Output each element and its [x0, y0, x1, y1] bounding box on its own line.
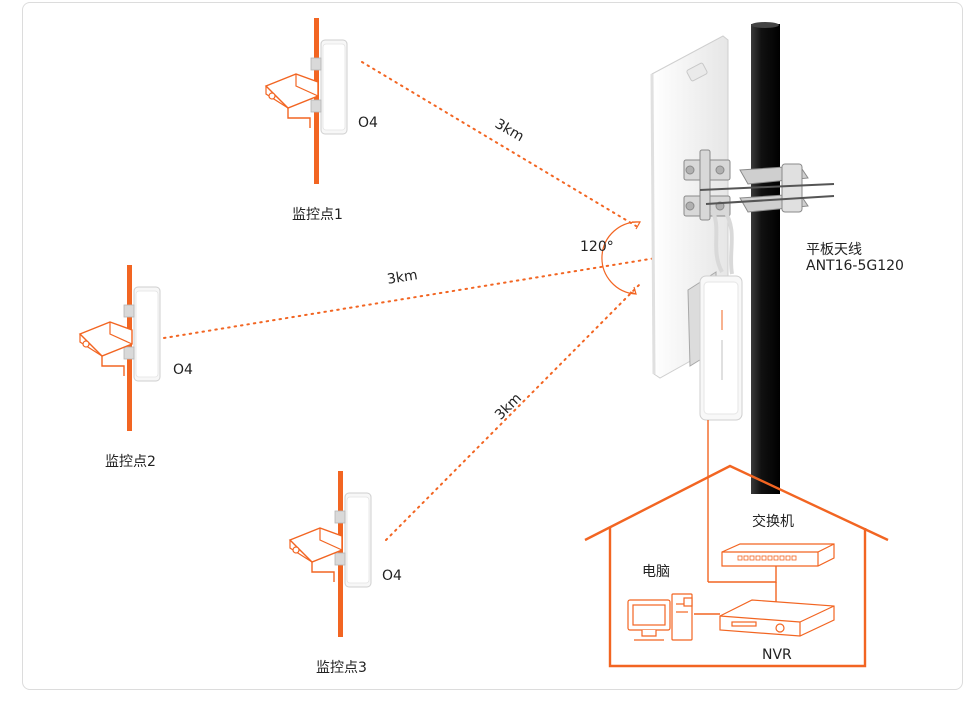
site-3-name-label: 监控点3 [316, 660, 367, 676]
site-2-device-label: O4 [173, 362, 193, 378]
angle-arc [601, 221, 642, 295]
antenna-model-label: ANT16-5G120 [806, 258, 904, 274]
link-line-2 [163, 257, 657, 339]
building [584, 464, 889, 668]
wireless-links [163, 61, 657, 541]
switch-label: 交换机 [752, 514, 794, 530]
main-pole [751, 24, 780, 494]
camera-icon-1 [265, 73, 319, 129]
switch-cable [708, 566, 777, 583]
switch-device [721, 543, 835, 567]
site-2-name-label: 监控点2 [105, 454, 156, 470]
building-walls [608, 528, 867, 668]
camera-icon-3 [289, 527, 343, 583]
panel-antenna [650, 35, 835, 421]
site-3 [289, 471, 372, 637]
angle-arrow-bottom [629, 286, 637, 295]
link-line-1 [361, 61, 637, 227]
site-3-device-label: O4 [382, 568, 402, 584]
site-1-device-label: O4 [358, 115, 378, 131]
link-line-3 [385, 283, 641, 541]
main-pole-top [751, 22, 779, 28]
building-roof [584, 464, 889, 542]
antenna-name-label: 平板天线 [806, 242, 862, 258]
diagram-frame [22, 2, 963, 690]
angle-arrow-top [632, 221, 642, 230]
pc-label: 电脑 [642, 564, 670, 580]
site-1-name-label: 监控点1 [292, 207, 343, 223]
angle-arc-path [601, 221, 641, 295]
site-2 [79, 265, 161, 431]
nvr-label: NVR [762, 647, 792, 663]
site-1 [265, 18, 348, 184]
nvr-device [719, 599, 835, 637]
angle-label: 120° [580, 239, 614, 255]
pc-device [627, 593, 693, 641]
